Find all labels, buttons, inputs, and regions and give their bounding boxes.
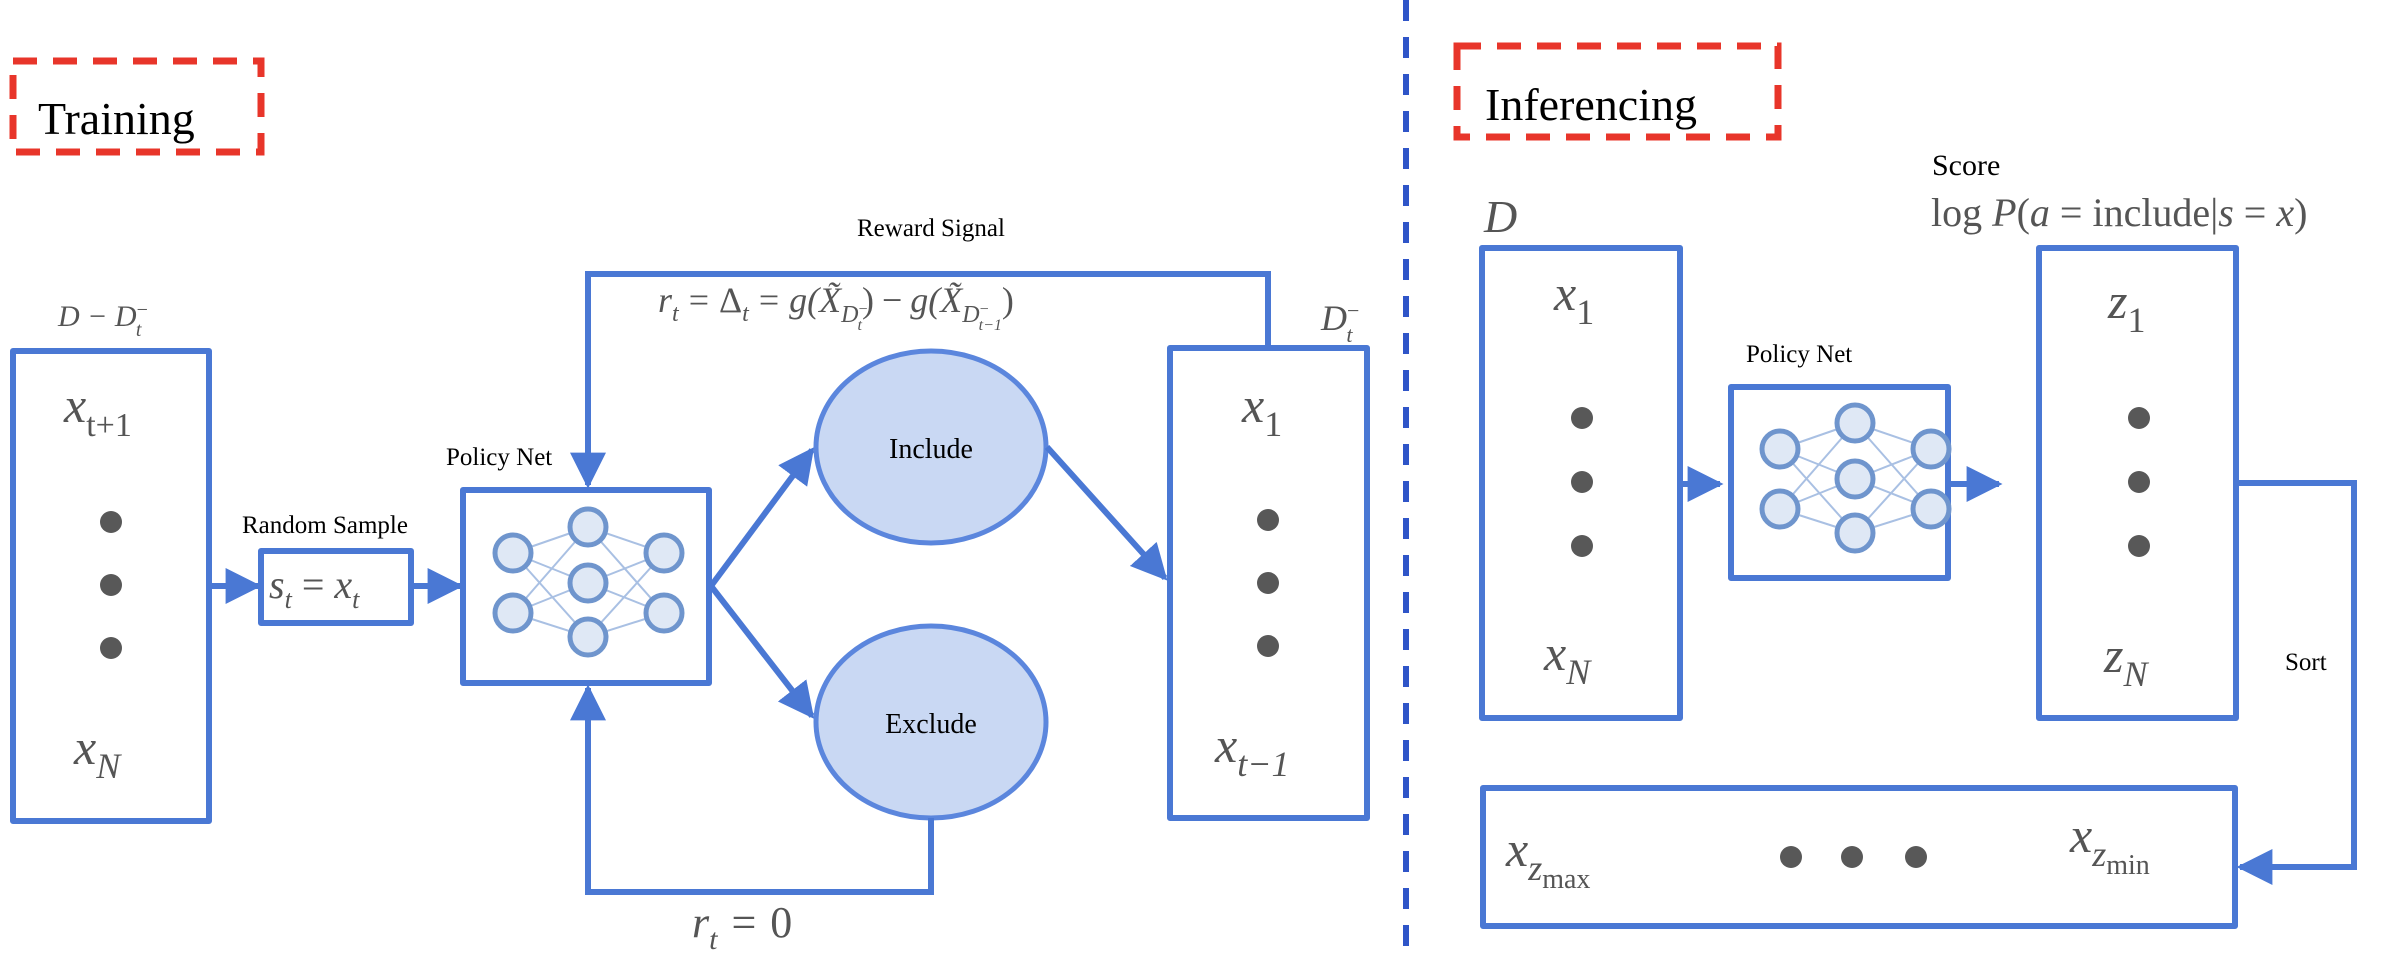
ellipsis-dot xyxy=(1571,535,1593,557)
ellipsis-dot xyxy=(100,574,122,596)
ellipsis-dot xyxy=(1257,509,1279,531)
ellipsis-dot xyxy=(2128,471,2150,493)
ellipsis-dot xyxy=(1571,471,1593,493)
scores-top-item: z1 xyxy=(2107,273,2145,340)
zero-reward-loop-arrow xyxy=(570,684,934,895)
score-label: Score xyxy=(1932,149,2000,182)
selected-set-label: D−t xyxy=(1320,298,1359,347)
policy-to-exclude-arrow xyxy=(708,584,815,719)
zero-reward-formula: rt=0 xyxy=(692,898,792,956)
dataset-bottom-item: xN xyxy=(1543,625,1592,692)
training-title: Training xyxy=(38,93,195,144)
policy-to-include-arrow xyxy=(708,447,815,588)
score-formula: log P(a = include|s = x) xyxy=(1931,190,2307,235)
state-formula: st=xt xyxy=(269,562,360,614)
sorted-last-item: xzmin xyxy=(2069,807,2150,881)
state-box xyxy=(258,548,414,626)
include-to-selected-arrow xyxy=(1044,444,1168,581)
inferencing-title: Inferencing xyxy=(1485,79,1697,130)
scores-bottom-item: zN xyxy=(2103,627,2149,694)
ellipsis-dot xyxy=(2128,407,2150,429)
ellipsis-dot xyxy=(2128,535,2150,557)
inferencing-policy-net-label: Policy Net xyxy=(1746,341,1852,368)
sort-label: Sort xyxy=(2285,649,2327,676)
include-label: Include xyxy=(889,434,973,465)
training-title-frame xyxy=(9,57,265,156)
exclude-label: Exclude xyxy=(885,709,977,740)
dataset-box xyxy=(1479,245,1683,721)
pool-label: D − D−t xyxy=(57,299,148,341)
ellipsis-dot xyxy=(1257,572,1279,594)
dataset-label: D xyxy=(1483,191,1517,242)
reward-signal-label: Reward Signal xyxy=(857,215,1005,242)
pool-bottom-item: xN xyxy=(73,719,122,786)
inferencing-title-frame xyxy=(1453,42,1782,141)
ellipsis-dot xyxy=(100,637,122,659)
inferencing-section: Inferencing D x1 xN Policy Net Score log… xyxy=(1453,42,2357,929)
sort-arrow xyxy=(2236,480,2357,885)
selected-bottom-item: xt−1 xyxy=(1214,717,1290,784)
include-action-node xyxy=(813,348,1049,546)
pool-top-item: xt+1 xyxy=(63,377,132,444)
random-sample-label: Random Sample xyxy=(242,512,408,539)
ellipsis-dot xyxy=(1841,846,1863,868)
dataset-top-item: x1 xyxy=(1553,265,1594,332)
ellipsis-dot xyxy=(1571,407,1593,429)
sorted-first-item: xzmax xyxy=(1505,821,1590,895)
ellipsis-dot xyxy=(1257,635,1279,657)
ellipsis-dot xyxy=(100,511,122,533)
ellipsis-dot xyxy=(1780,846,1802,868)
reward-formula: rt=Δt=g(X̃D−t)−g(X̃D−t−1) xyxy=(658,280,1014,334)
selected-top-item: x1 xyxy=(1241,377,1282,444)
training-section: Training D − D−t xt+1 xN Random Sample s… xyxy=(9,57,1370,956)
scores-box xyxy=(2036,245,2239,721)
training-policy-net-label: Policy Net xyxy=(446,444,552,471)
ellipsis-dot xyxy=(1905,846,1927,868)
reward-signal-loop-arrow xyxy=(570,271,1271,489)
